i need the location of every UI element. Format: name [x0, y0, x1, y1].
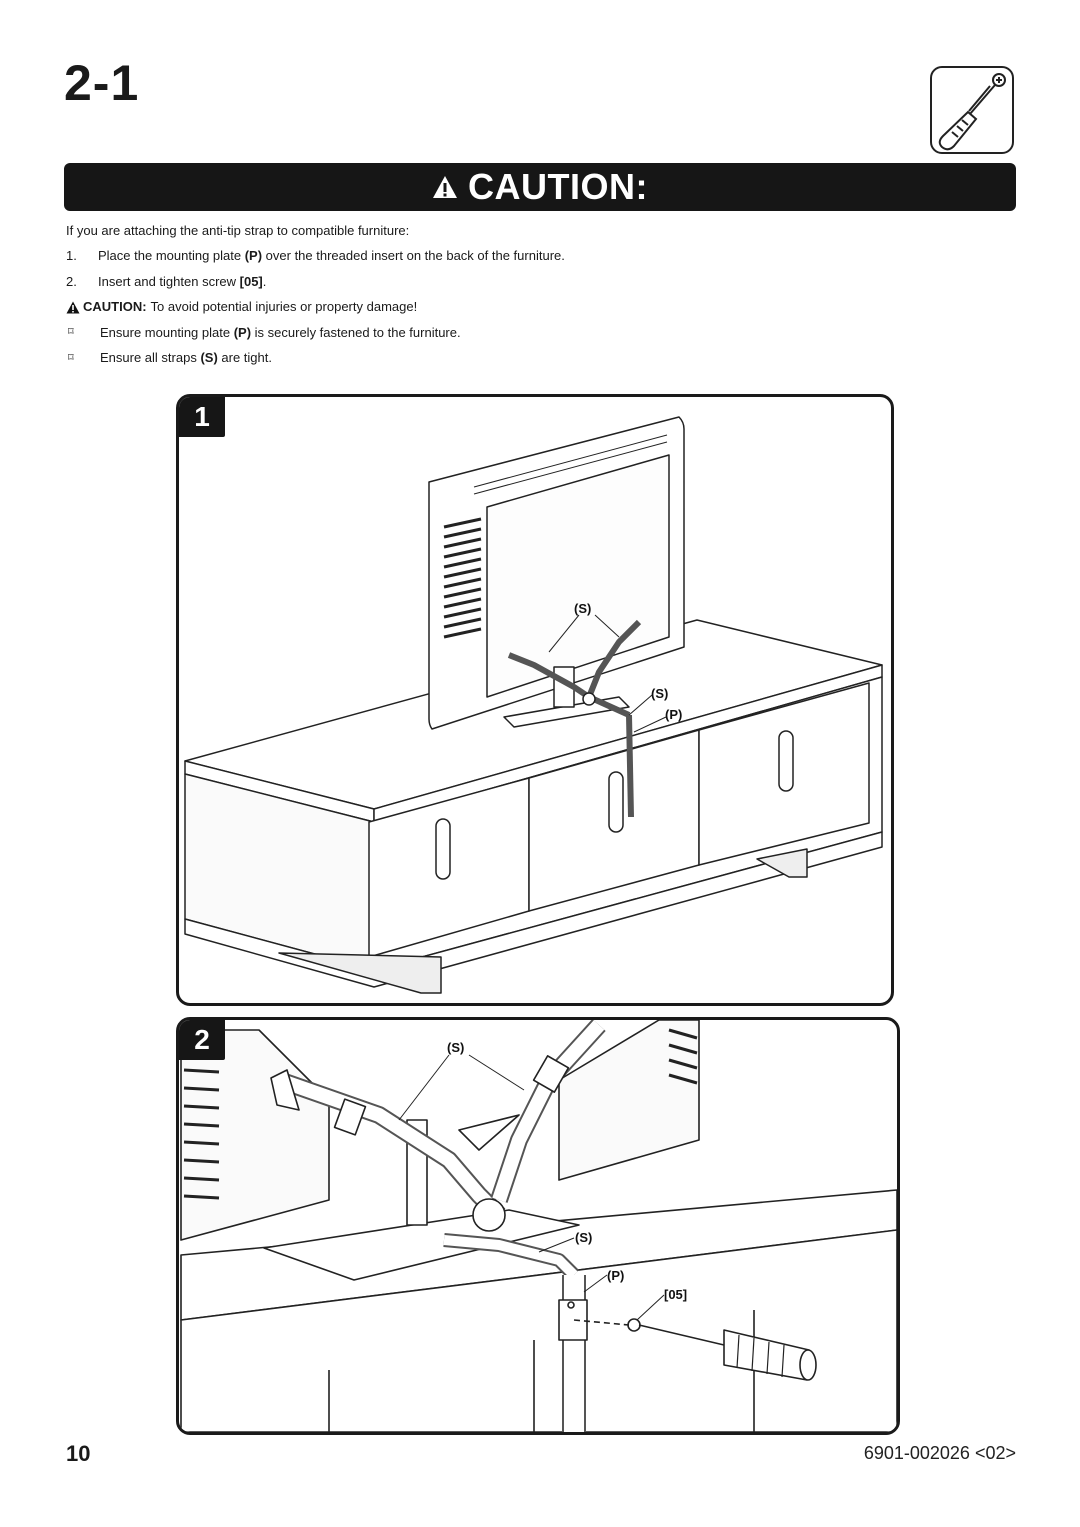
tv-on-cabinet-illustration: (S) (S) (P): [184, 416, 883, 994]
step-number: 1: [179, 397, 225, 437]
callout-s-mid: (S): [651, 686, 668, 701]
callout-s-mid: (S): [575, 1230, 592, 1245]
figure-step-1: 1: [176, 394, 894, 1006]
document-code: 6901-002026 <02>: [863, 1443, 1016, 1463]
screwdriver-icon: [930, 66, 1014, 154]
step-number: 2: [179, 1020, 225, 1060]
bullet-icon: ⌑: [68, 326, 74, 339]
figure-step-2: 2: [176, 1017, 900, 1435]
caution-warning: CAUTION: To avoid potential injuries or …: [66, 295, 966, 321]
instructions: If you are attaching the anti-tip strap …: [66, 218, 966, 371]
intro-text: If you are attaching the anti-tip strap …: [66, 222, 410, 238]
callout-p: (P): [665, 707, 682, 722]
page-number: 10: [66, 1441, 91, 1466]
callout-p: (P): [607, 1268, 624, 1283]
bullet-icon: ⌑: [68, 351, 74, 364]
warning-triangle-icon: [433, 176, 457, 198]
callout-s-top: (S): [447, 1040, 464, 1055]
strap-closeup-illustration: (S) (S) (P) [05]: [180, 1020, 897, 1432]
bullet-1: ⌑ Ensure mounting plate (P) is securely …: [68, 324, 461, 340]
section-number: 2-1: [64, 55, 140, 111]
callout-screw: [05]: [664, 1287, 687, 1302]
bullet-2: ⌑ Ensure all straps (S) are tight.: [68, 350, 272, 366]
warning-triangle-icon: [66, 301, 80, 314]
callout-s-top: (S): [574, 601, 591, 616]
caution-banner: CAUTION:: [64, 163, 1016, 211]
step-2: 2. Insert and tighten screw [05].: [66, 273, 267, 289]
caution-title: CAUTION:: [468, 166, 648, 207]
step-1: 1. Place the mounting plate (P) over the…: [66, 248, 565, 264]
